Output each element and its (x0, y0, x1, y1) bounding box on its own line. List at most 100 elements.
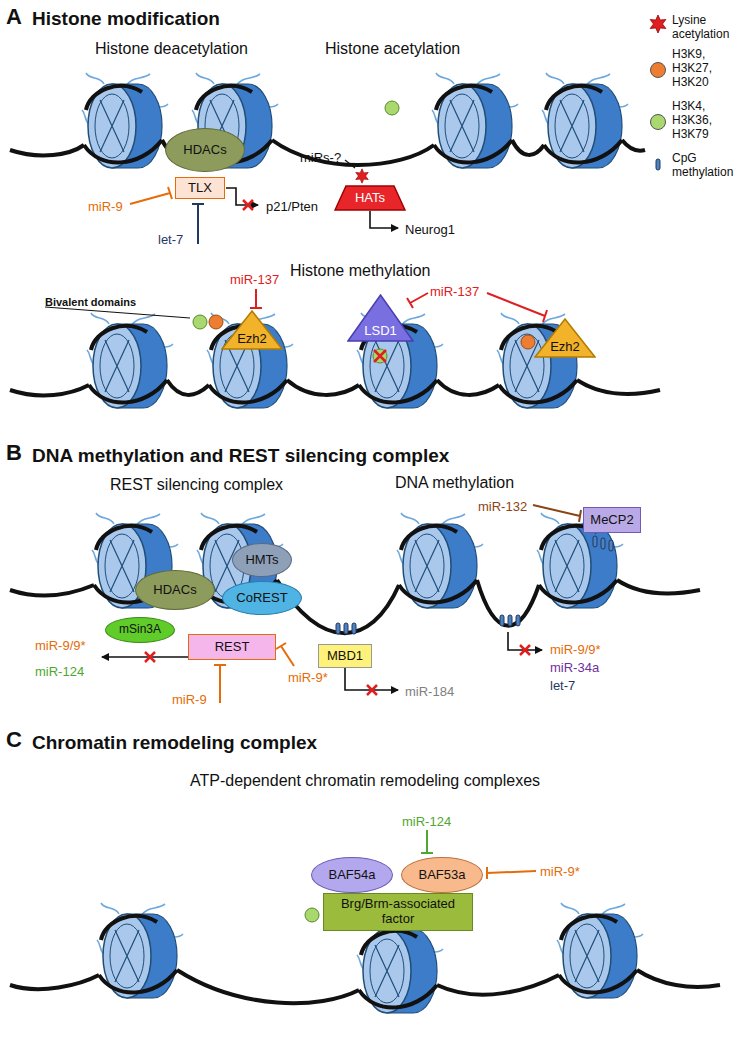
node-text: mSin3A (119, 623, 161, 637)
enzyme-ellipse: HDACs (135, 570, 215, 610)
mirna-label: miR-132 (478, 500, 527, 515)
node-text: HMTs (245, 553, 278, 568)
mirna-label: miR-9 (172, 693, 207, 708)
protein-box: MBD1 (318, 644, 372, 668)
protein-ellipse: CoREST (222, 581, 302, 615)
note-label: Bivalent domains (45, 296, 136, 309)
node-text: TLX (188, 181, 212, 196)
panel-title: Histone modification (32, 8, 220, 30)
label-box: Histone deacetylation (95, 40, 248, 58)
label-box: miR-124 (35, 662, 84, 680)
label-box: miR-9/9* (35, 636, 86, 654)
legend-item: Lysine acetylation (672, 14, 746, 42)
gene-label: p21/Pten (266, 200, 318, 215)
mirna-label: miR-137 (230, 273, 279, 288)
panel-letter: A (6, 4, 22, 29)
mirna-label: miR-9/9* (35, 639, 86, 654)
legend-item: H3K9, H3K27, H3K20 (672, 48, 746, 90)
label-box: REST silencing complex (110, 476, 283, 494)
section-title: DNA methylation (395, 474, 514, 492)
label-box: Histone methylation (290, 262, 431, 280)
mirna-label: miR-34a (550, 661, 599, 676)
legend-text: H3K4, H3K36, H3K79 (672, 100, 746, 141)
mirna-label: miR-9* (288, 671, 328, 686)
mirna-label: miR-124 (402, 815, 451, 830)
node-text: HDACs (153, 583, 196, 598)
label-box: miR-9 (88, 197, 123, 215)
legend-item: H3K4, H3K36, H3K79 (672, 100, 746, 142)
panel-title: DNA methylation and REST silencing compl… (32, 445, 449, 467)
label-box: miR-9/9* (550, 640, 601, 658)
mirna-label: let-7 (550, 679, 575, 694)
node-text: LSD1 (364, 324, 397, 339)
mirna-label: miRs-? (300, 151, 341, 166)
node-text: Brg/Brm-associated factor (333, 897, 463, 927)
label-box: Histone modification (32, 8, 220, 30)
gene-label: Neurog1 (405, 223, 455, 238)
legend-swatch (650, 62, 666, 78)
legend-symbol (650, 15, 666, 170)
label-box: miRs-? (300, 148, 341, 166)
node-text: REST (215, 640, 250, 655)
panel-title: Chromatin remodeling complex (32, 732, 317, 754)
legend-swatch (650, 114, 666, 130)
enzyme-triangle: Ezh2 (221, 310, 283, 350)
legend-text: CpG methylation (672, 152, 746, 180)
mirna-label: miR-137 (430, 285, 479, 300)
enzyme-triangle: LSD1 (347, 294, 414, 342)
section-title: Histone acetylation (325, 40, 460, 58)
section-title: REST silencing complex (110, 476, 283, 494)
legend-item: CpG methylation (672, 152, 746, 180)
arrow-line (45, 160, 542, 690)
label-box: A (6, 4, 22, 29)
nucleosome (82, 73, 643, 1013)
node-text: CoREST (236, 591, 287, 606)
label-box: miR-9* (288, 668, 328, 686)
label-box: miR-137 (430, 282, 479, 300)
enzyme-ellipse: HMTs (232, 543, 292, 577)
label-box: C (6, 727, 22, 752)
label-box: Chromatin remodeling complex (32, 732, 317, 754)
node-text: MBD1 (327, 649, 363, 664)
label-box: let-7 (550, 676, 575, 694)
shape-outline (335, 186, 405, 210)
section-title: ATP-dependent chromatin remodeling compl… (190, 772, 540, 790)
mirna-label: miR-9 (88, 200, 123, 215)
label-box: miR-137 (230, 270, 279, 288)
node-text: BAF54a (329, 868, 376, 883)
label-box: miR-9* (540, 862, 580, 880)
label-box: miR-184 (405, 682, 454, 700)
label-box: let-7 (158, 230, 183, 248)
label-box: miR-124 (402, 812, 451, 830)
shape-outline (535, 319, 595, 357)
label-box: DNA methylation and REST silencing compl… (32, 445, 449, 467)
label-box: DNA methylation (395, 474, 514, 492)
histone-mark (193, 101, 613, 922)
factor-box: REST (188, 634, 276, 660)
protein-ellipse: BAF53a (401, 857, 483, 893)
shape-outline (348, 295, 413, 341)
legend-text: Lysine acetylation (672, 14, 746, 42)
label-box: Histone acetylation (325, 40, 460, 58)
dna-strand (10, 140, 720, 1003)
section-title: Histone deacetylation (95, 40, 248, 58)
panel-letter: B (6, 440, 22, 465)
mirna-label: miR-9* (540, 865, 580, 880)
enzyme-trapezoid: HATs (334, 185, 406, 211)
label-box: Bivalent domains (45, 292, 136, 310)
mirna-label: miR-184 (405, 685, 454, 700)
enzyme-ellipse: HDACs (165, 128, 245, 172)
mirna-label: miR-124 (35, 665, 84, 680)
node-text: Ezh2 (237, 332, 267, 347)
label-box: p21/Pten (266, 197, 318, 215)
node-text: MeCP2 (590, 513, 633, 528)
mirna-label: miR-9/9* (550, 643, 601, 658)
section-title: Histone methylation (290, 262, 431, 280)
complex-box: Brg/Brm-associated factor (323, 893, 473, 931)
label-box: miR-9 (172, 690, 207, 708)
node-text: Ezh2 (550, 340, 580, 355)
enzyme-triangle: Ezh2 (534, 318, 596, 358)
mirna-label: let-7 (158, 233, 183, 248)
legend-text: H3K9, H3K27, H3K20 (672, 48, 746, 89)
label-box: miR-132 (478, 497, 527, 515)
